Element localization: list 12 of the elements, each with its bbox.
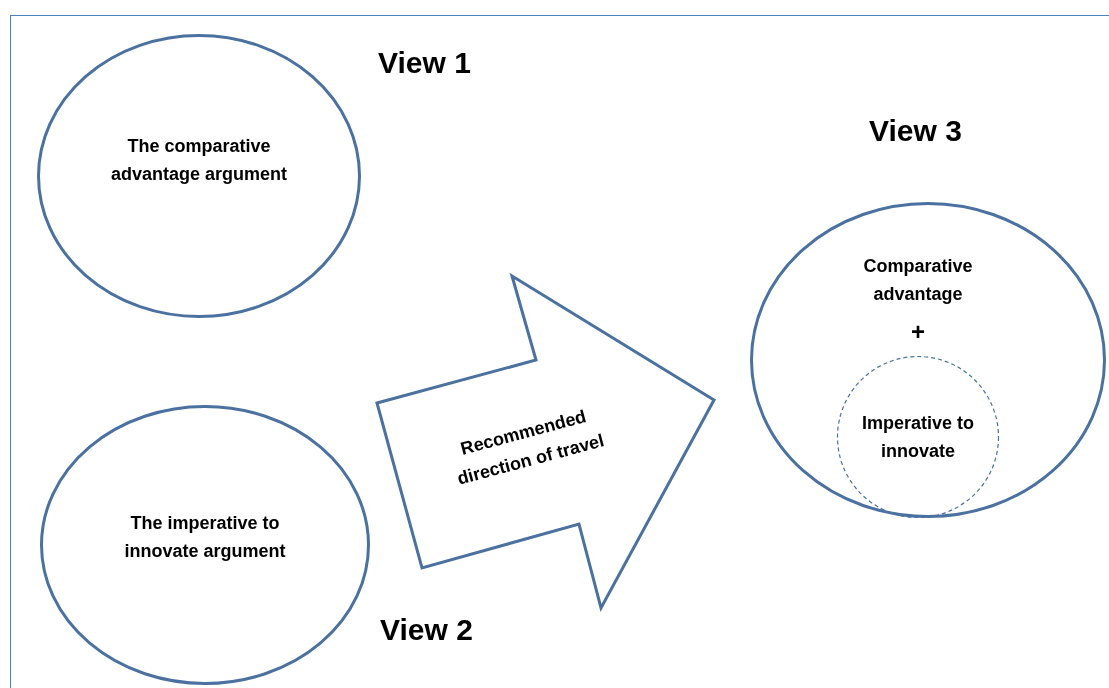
node-label: Imperative to innovate <box>860 412 975 463</box>
node-label: The imperative to innovate argument <box>123 512 287 563</box>
plus-sign: + <box>910 318 926 346</box>
view-heading: View 1 <box>378 46 471 80</box>
nested-dashed-circle <box>836 355 1000 519</box>
view-heading: View 2 <box>380 613 473 647</box>
node-label: The comparative advantage argument <box>109 135 288 186</box>
argument-circle <box>40 405 370 685</box>
view-heading: View 3 <box>869 114 962 148</box>
argument-circle <box>37 34 361 318</box>
node-label: Comparative advantage <box>862 255 974 306</box>
combined-view-circle <box>750 202 1106 518</box>
